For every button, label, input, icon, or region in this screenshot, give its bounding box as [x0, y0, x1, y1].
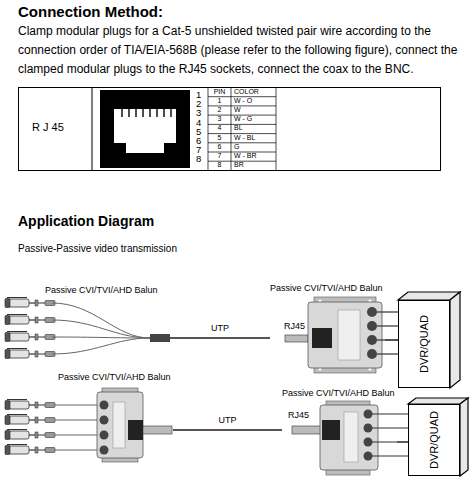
balun-group: Passive CVI/TVI/AHD Balun — [58, 372, 173, 463]
coax-wire — [377, 312, 398, 354]
coax-wire — [55, 405, 99, 450]
balun-body — [97, 388, 143, 462]
balun-label: Passive CVI/TVI/AHD Balun — [270, 283, 385, 294]
table-cell: BR — [231, 161, 276, 170]
table-cell: PIN — [208, 88, 231, 97]
table-cell: W — [231, 106, 276, 115]
coax-wire — [397, 441, 408, 442]
utp-cable — [173, 429, 282, 431]
port-label: RJ45 — [284, 321, 305, 332]
balun-group: Passive CVI/TVI/AHD Balun — [45, 285, 170, 347]
table-cell: 8 — [208, 161, 231, 170]
table-cell: W - BR — [231, 152, 276, 161]
dvr-box: DVR/QUAD — [408, 404, 460, 476]
camera — [5, 298, 55, 359]
balun-group: Passive CVI/TVI/AHD Balun — [270, 283, 385, 374]
dvr-box-face — [408, 398, 468, 476]
rj45-plug — [150, 334, 170, 342]
coax-wire — [385, 339, 398, 340]
rj45-plug — [143, 426, 172, 434]
subheading: Passive-Passive video transmission — [18, 243, 177, 255]
table-cell: W - G — [231, 115, 276, 124]
pin-number: 8 — [196, 154, 201, 164]
table-cell: W - O — [231, 97, 276, 106]
cable-label: UTP — [209, 323, 231, 334]
table-cell: COLOR — [231, 88, 276, 97]
pin-table: R J 4512345678PINCOLOR1W - O2W3W - G4BL5… — [18, 87, 442, 173]
table-cell: W - BL — [231, 134, 276, 143]
table-cell: 6 — [208, 143, 231, 152]
camera — [5, 400, 55, 455]
dvr-box: DVR/QUAD — [398, 300, 450, 388]
table-cell: 4 — [208, 124, 231, 133]
instruction-text: Clamp modular plugs for a Cat-5 unshield… — [18, 22, 470, 79]
pin-color-grid — [208, 88, 276, 171]
utp-cable — [170, 337, 270, 339]
section-heading: Application Diagram — [18, 213, 154, 230]
device-name: DVR/QUAD — [428, 411, 440, 469]
balun-label: Passive CVI/TVI/AHD Balun — [45, 285, 170, 296]
table-cell: 3 — [208, 115, 231, 124]
section-heading: Connection Method: — [18, 3, 163, 21]
table-cell: G — [231, 143, 276, 152]
coax-wire — [372, 414, 408, 456]
pigtail-wire — [52, 303, 150, 354]
table-cell: BL — [231, 124, 276, 133]
balun-body — [285, 297, 382, 373]
device-name: DVR/QUAD — [418, 315, 430, 373]
port-label: RJ45 — [288, 410, 309, 421]
balun-label: Passive CVI/TVI/AHD Balun — [282, 388, 397, 399]
balun-label: Passive CVI/TVI/AHD Balun — [58, 372, 173, 383]
table-cell: 1 — [208, 97, 231, 106]
connector-name: R J 45 — [32, 121, 64, 134]
cable-label: UTP — [217, 415, 239, 426]
table-cell: 2 — [208, 106, 231, 115]
balun-group: Passive CVI/TVI/AHD Balun — [282, 388, 397, 476]
table-cell: 5 — [208, 134, 231, 143]
rj45-socket-icon — [100, 90, 190, 168]
table-cell: 7 — [208, 152, 231, 161]
table-grid — [18, 87, 442, 173]
dvr-box-face — [398, 292, 460, 388]
